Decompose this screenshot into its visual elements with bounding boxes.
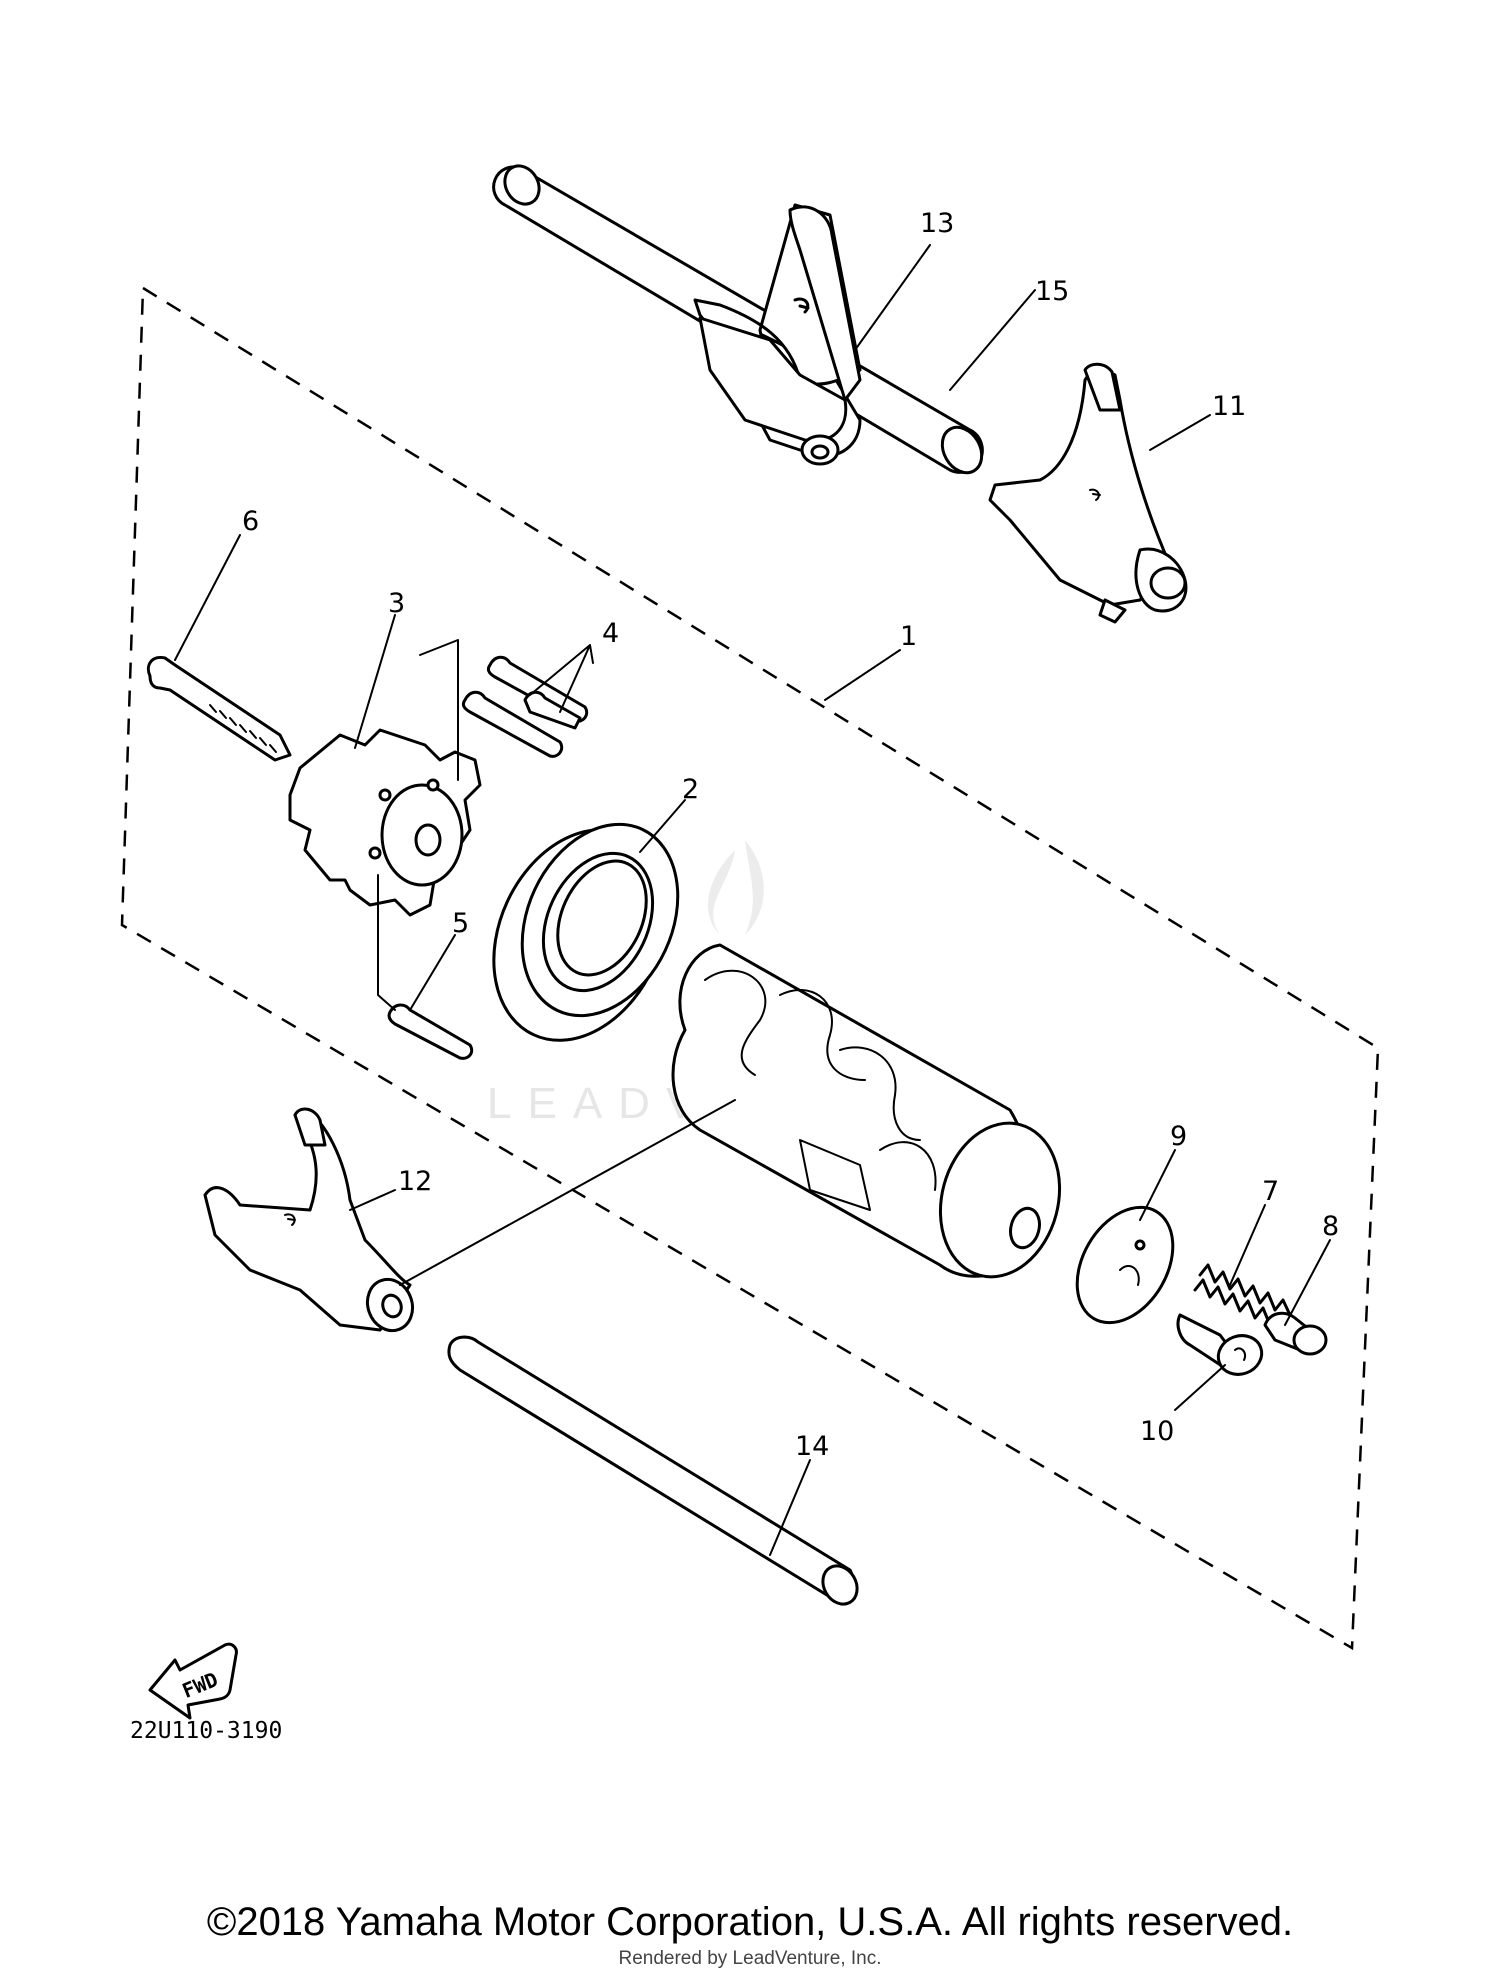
callout-2: 2 (682, 774, 699, 805)
callout-15: 15 (1035, 276, 1069, 307)
callout-10: 10 (1140, 1416, 1174, 1447)
fwd-arrow-icon: FWD (148, 1642, 238, 1720)
callout-6: 6 (242, 506, 259, 537)
callout-9: 9 (1170, 1121, 1187, 1152)
callout-14: 14 (795, 1431, 829, 1462)
assembly-boundary (120, 285, 1380, 1651)
leader-lines (174, 244, 1331, 1556)
callout-8: 8 (1322, 1211, 1339, 1242)
part-8-stopper (1263, 1311, 1328, 1356)
callout-13: 13 (920, 208, 954, 239)
callout-3: 3 (388, 588, 405, 619)
part-14-guide-bar (447, 1335, 859, 1606)
watermark-flame-icon (708, 840, 764, 935)
part-10-screw (1176, 1313, 1264, 1376)
part-11-shift-fork (988, 362, 1188, 624)
callout-12: 12 (398, 1166, 432, 1197)
part-3-segment (288, 728, 482, 917)
part-1-shift-drum (671, 943, 1062, 1279)
part-12-shift-fork (203, 1107, 415, 1333)
callout-5: 5 (452, 908, 469, 939)
callout-7: 7 (1262, 1176, 1279, 1207)
part-6-screw (146, 655, 292, 762)
callout-11: 11 (1212, 391, 1246, 422)
callout-1: 1 (900, 621, 917, 652)
part-13-shift-fork (693, 203, 862, 466)
callouts: 1 2 3 4 5 6 7 8 9 10 11 12 13 14 15 (242, 208, 1339, 1462)
rendered-by-notice: Rendered by LeadVenture, Inc. (618, 1948, 882, 1969)
copyright-notice: ©2018 Yamaha Motor Corporation, U.S.A. A… (206, 1900, 1294, 1944)
part-2-bearing (492, 822, 680, 1042)
drawing-code: 22U110-3190 (130, 1718, 282, 1744)
callout-4: 4 (602, 618, 619, 649)
part-5-pin (377, 874, 474, 1060)
part-9-plate (1075, 1205, 1175, 1325)
